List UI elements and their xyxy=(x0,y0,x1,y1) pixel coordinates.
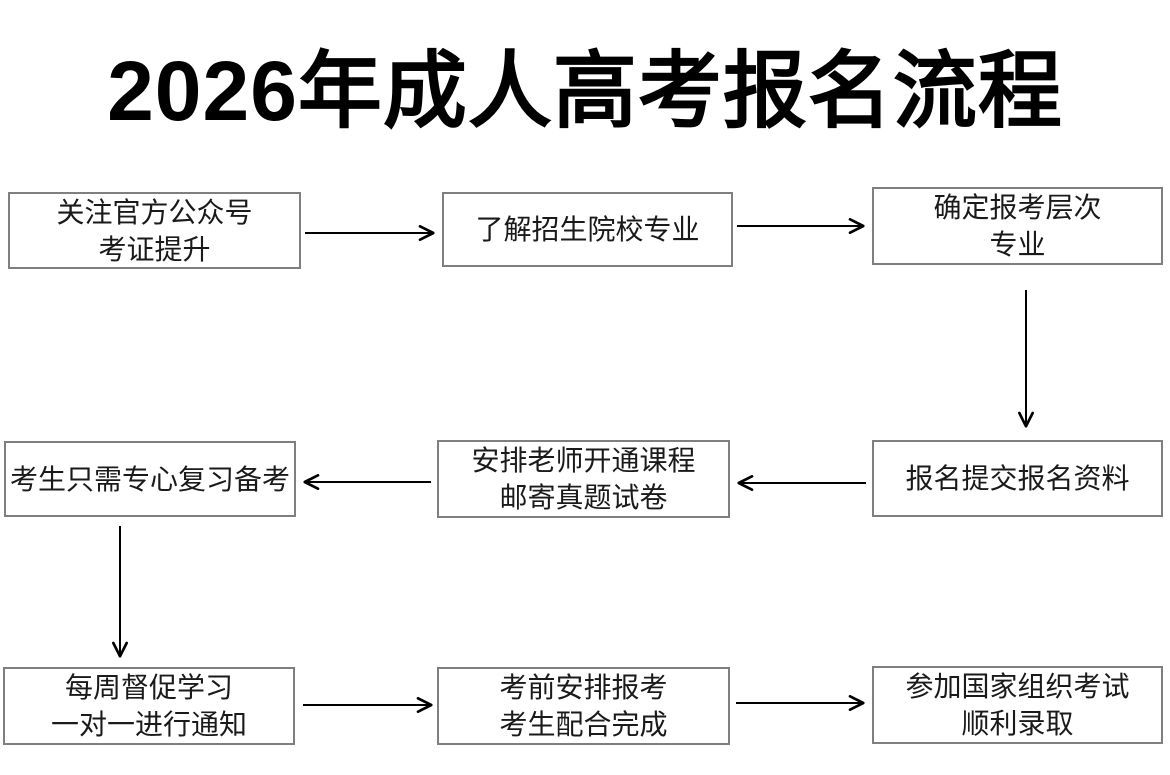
flow-step-4: 考生只需专心复习备考 xyxy=(4,441,296,517)
flow-step-4-line-1: 考生只需专心复习备考 xyxy=(9,463,290,495)
flow-step-8: 考前安排报考 考生配合完成 xyxy=(437,667,730,745)
flow-step-5: 安排老师开通课程 邮寄真题试卷 xyxy=(437,440,730,518)
flow-step-8-line-1: 考前安排报考 xyxy=(499,672,668,703)
flow-step-2-line-1: 了解招生院校专业 xyxy=(475,214,700,245)
flow-step-3-line-2: 专业 xyxy=(989,229,1046,260)
flow-step-5-line-2: 邮寄真题试卷 xyxy=(499,482,668,513)
flow-step-7-line-2: 一对一进行通知 xyxy=(50,709,247,740)
flow-step-1: 关注官方公众号 考证提升 xyxy=(8,192,301,269)
flow-step-7-line-1: 每周督促学习 xyxy=(64,672,233,703)
flow-step-7: 每周督促学习 一对一进行通知 xyxy=(3,667,295,745)
page-title: 2026年成人高考报名流程 xyxy=(107,44,1063,138)
flow-step-2: 了解招生院校专业 xyxy=(442,192,733,267)
flow-step-9: 参加国家组织考试 顺利录取 xyxy=(872,666,1163,744)
flow-step-6: 报名提交报名资料 xyxy=(872,440,1163,517)
flow-step-6-line-1: 报名提交报名资料 xyxy=(905,463,1130,494)
flow-step-9-line-2: 顺利录取 xyxy=(961,708,1074,739)
flow-step-1-line-2: 考证提升 xyxy=(98,233,211,265)
flow-step-8-line-2: 考生配合完成 xyxy=(499,709,668,740)
flow-step-1-line-1: 关注官方公众号 xyxy=(56,196,253,228)
flow-step-3: 确定报考层次 专业 xyxy=(872,187,1163,265)
flow-step-5-line-1: 安排老师开通课程 xyxy=(471,445,696,476)
flow-step-3-line-1: 确定报考层次 xyxy=(933,192,1102,223)
flow-step-9-line-1: 参加国家组织考试 xyxy=(905,671,1130,702)
